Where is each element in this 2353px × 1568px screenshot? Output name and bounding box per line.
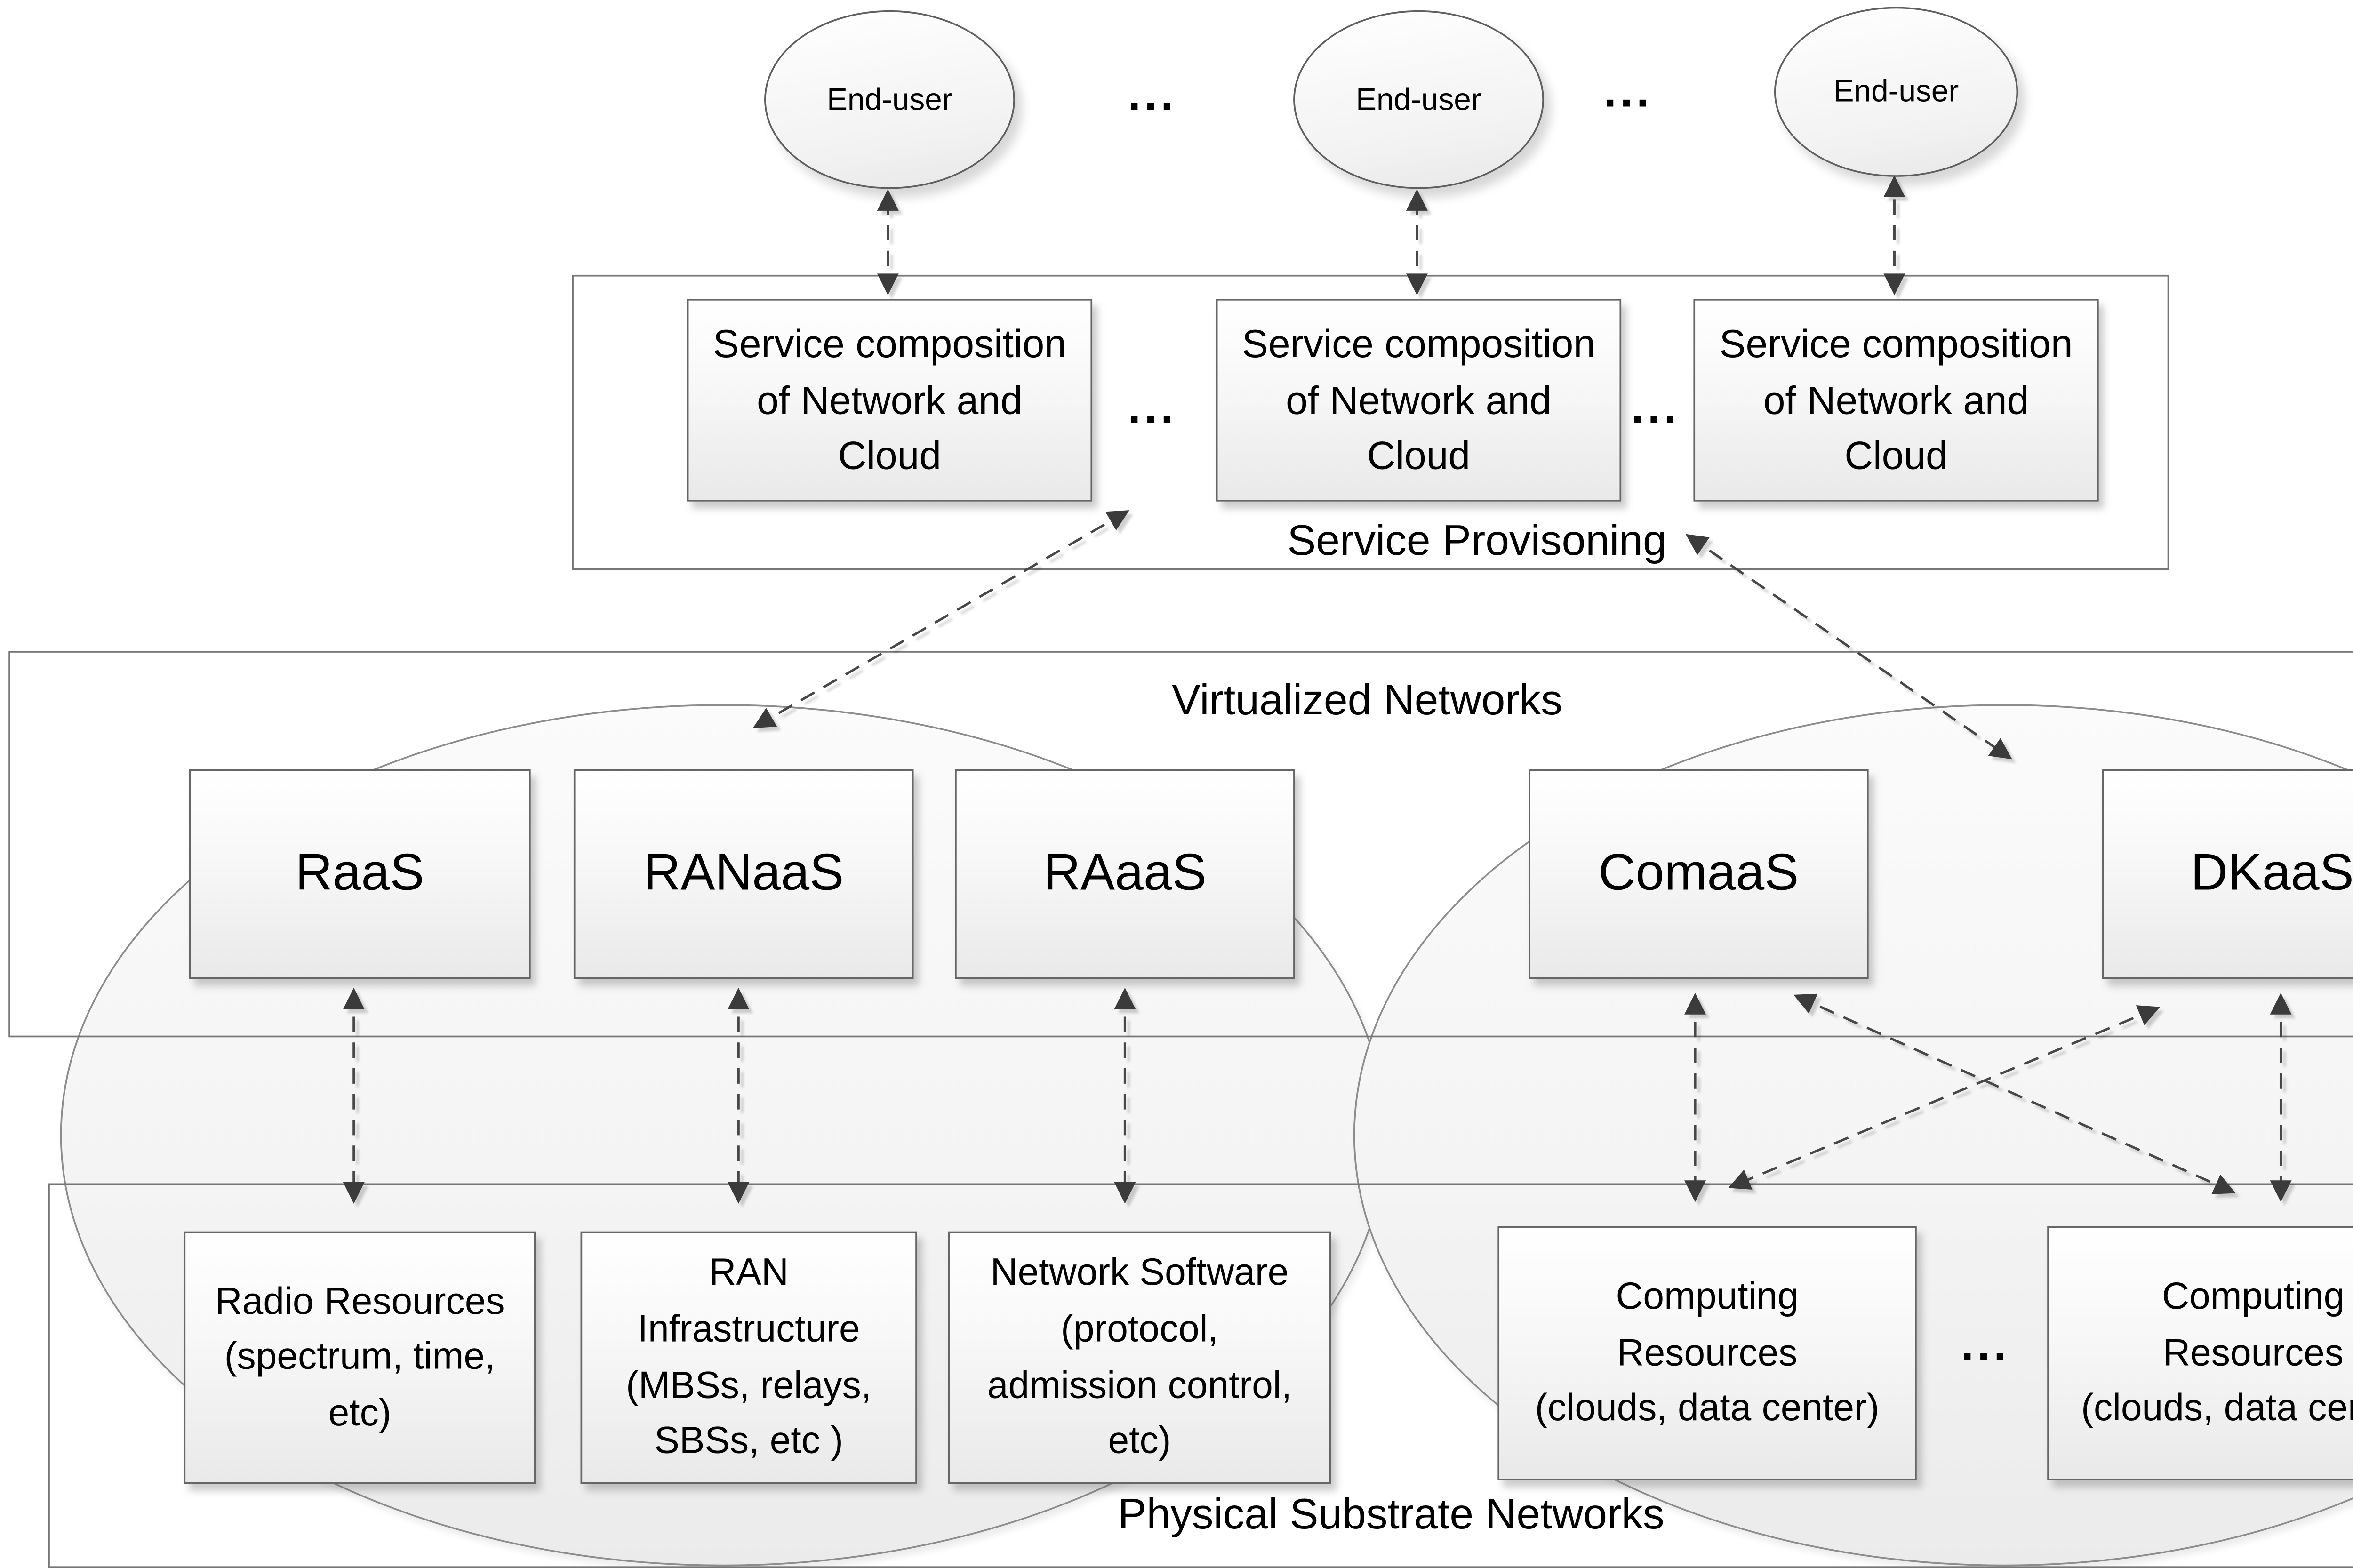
computing-resources-box-2: Computing Resources (clouds, data center…: [2047, 1226, 2353, 1480]
ellipsis-computing: ...: [1961, 1319, 2010, 1371]
ellipsis-composition-2: ...: [1631, 381, 1681, 433]
virtualized-networks-label: Virtualized Networks: [1172, 676, 1562, 725]
raaas-box: RAaaS: [955, 769, 1295, 979]
raas-box: RaaS: [189, 769, 531, 979]
ellipsis-endusers-2: ...: [1603, 65, 1653, 117]
service-composition-box-1: Service composition of Network and Cloud: [687, 299, 1093, 502]
service-composition-box-2: Service composition of Network and Cloud: [1216, 299, 1622, 502]
end-user-label-2: End-user: [1356, 81, 1481, 116]
physical-substrate-label: Physical Substrate Networks: [1118, 1490, 1665, 1539]
ellipsis-endusers-1: ...: [1128, 68, 1177, 120]
service-composition-box-3: Service composition of Network and Cloud: [1693, 299, 2099, 502]
network-software-box: Network Software (protocol, admission co…: [948, 1231, 1331, 1484]
dkaas-box: DKaaS: [2102, 769, 2353, 979]
end-user-ellipse-1: End-user: [764, 10, 1015, 189]
virtualized-networks-band: [8, 651, 2353, 1038]
radio-resources-box: Radio Resources (spectrum, time, etc): [184, 1231, 536, 1484]
service-provisioning-label: Service Provisoning: [1287, 517, 1667, 565]
ranaas-box: RANaaS: [573, 769, 914, 979]
computing-resources-box-1: Computing Resources (clouds, data center…: [1497, 1226, 1917, 1480]
comaas-box: ComaaS: [1529, 769, 1869, 979]
ran-infrastructure-box: RAN Infrastructure (MBSs, relays, SBSs, …: [580, 1231, 917, 1484]
service-provisioning-box: [572, 274, 2169, 570]
end-user-label-3: End-user: [1833, 73, 1959, 108]
ellipsis-composition-1: ...: [1128, 381, 1177, 433]
end-user-ellipse-2: End-user: [1293, 10, 1544, 189]
end-user-ellipse-3: End-user: [1774, 7, 2018, 177]
end-user-label-1: End-user: [827, 81, 952, 116]
